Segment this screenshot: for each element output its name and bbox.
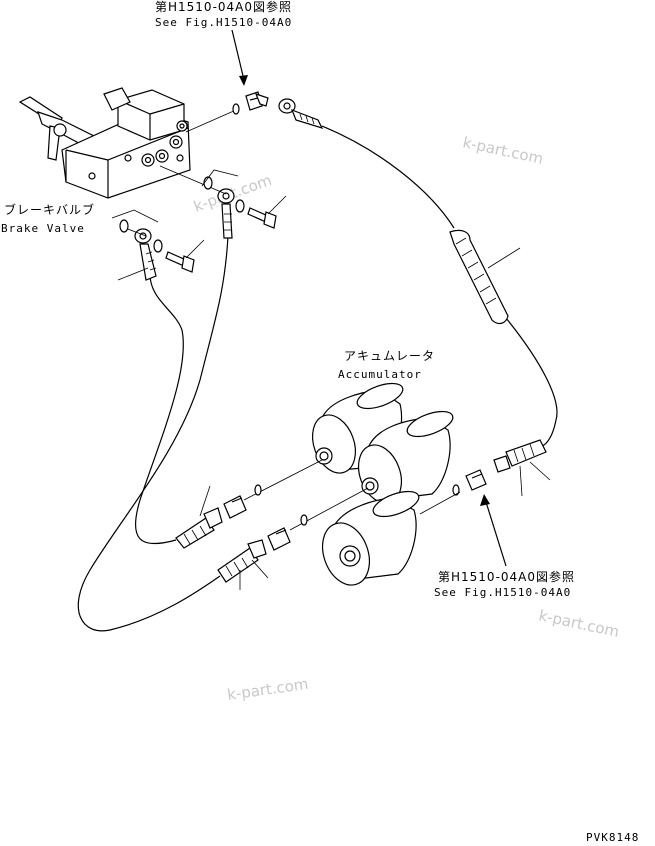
drawing-code: PVK8148: [586, 831, 639, 844]
watermark-3: k-part.com: [537, 606, 621, 641]
ref-leader-top: [231, 29, 245, 81]
leader-right-hose: [519, 465, 523, 497]
washer-4: [153, 239, 163, 253]
washer-1: [203, 176, 213, 190]
axis-line-elbow: [185, 109, 237, 133]
o-ring-left-1: [254, 484, 262, 496]
o-ring-right: [452, 484, 460, 496]
washer-2: [235, 199, 245, 213]
adapter-right: [465, 469, 487, 491]
brake-valve-label-en: Brake Valve: [1, 222, 85, 235]
hose-end-upper: [278, 98, 324, 129]
leader-bolt-1: [267, 195, 287, 215]
ref-label-bottom-jp: 第H1510-04A0図参照: [438, 569, 575, 584]
bolt-1: [247, 207, 277, 229]
hose-end-right: [493, 439, 547, 473]
hose-right-long: [321, 125, 558, 449]
bracket-washers-2: [111, 209, 159, 223]
ref-arrow-top: [239, 75, 248, 86]
ref-label-top-jp: 第H1510-04A0図参照: [155, 0, 292, 14]
axis-line-right-adapter: [419, 491, 461, 515]
adapter-left-2: [267, 527, 291, 551]
ref-leader-bottom: [485, 501, 507, 567]
leader-right-hose-2: [529, 461, 551, 481]
watermark-4: k-part.com: [226, 675, 309, 704]
hose-left-inner: [135, 273, 184, 545]
bolt-2: [165, 251, 195, 273]
accumulator-label-jp: アキュムレータ: [344, 349, 435, 363]
o-ring-left-2: [300, 514, 308, 526]
watermark-1: k-part.com: [461, 133, 545, 168]
accumulator-2: [357, 410, 454, 504]
leader-bolt-2: [185, 239, 205, 259]
leader-hose-left-2b: [251, 559, 269, 579]
hose-end-left-2: [217, 539, 267, 583]
elbow-fitting-top: [245, 91, 269, 111]
adapter-left-1: [223, 495, 247, 519]
hose-end-mid-upper: [217, 188, 235, 239]
brake-valve: [18, 87, 191, 199]
leader-hose-left-1: [199, 485, 211, 517]
ref-label-top-en: See Fig.H1510-04A0: [155, 16, 292, 29]
hose-left-outer: [77, 235, 229, 632]
o-ring-top: [232, 103, 240, 115]
ref-arrow-bottom: [480, 494, 490, 506]
hose-end-left-upper: [134, 228, 157, 281]
washer-3: [119, 219, 129, 233]
bracket-washers-1: [201, 169, 239, 187]
hose-end-left-1: [175, 507, 223, 549]
axis-line-banjo-1: [159, 165, 227, 195]
hose-protector-sleeve: [449, 229, 509, 325]
accumulator-3: [322, 490, 420, 586]
leader-sleeve: [487, 247, 521, 269]
accumulator-label-en: Accumulator: [338, 368, 422, 381]
brake-valve-label-jp: ブレーキバルブ: [4, 202, 95, 217]
leader-hose-left-upper: [117, 267, 149, 281]
ref-label-bottom-en: See Fig.H1510-04A0: [434, 586, 571, 599]
